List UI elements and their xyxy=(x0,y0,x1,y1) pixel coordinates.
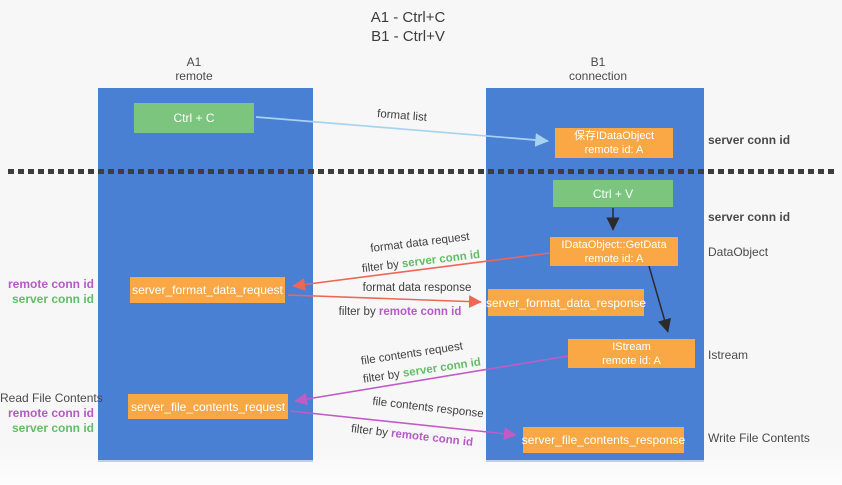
server-conn-id-annotation-1: server conn id xyxy=(708,133,791,147)
server-conn-id-annotation-2: server conn id xyxy=(708,210,791,224)
istream-node: IStream remote id: A xyxy=(568,339,695,368)
server-format-data-response-label: server_format_data_response xyxy=(485,295,647,310)
istream-annotation: Istream xyxy=(708,348,749,362)
dataobject-annotation: DataObject xyxy=(708,245,769,259)
server-format-data-request-node: server_format_data_request xyxy=(130,277,285,303)
lane-a1-name: A1 xyxy=(186,55,202,69)
save-idataobject-node: 保存IDataObject remote id: A xyxy=(555,128,673,158)
remote-conn-id-text: remote conn id xyxy=(378,306,462,318)
getdata-label: IDataObject::GetData xyxy=(561,238,667,251)
format-data-response-label: format data response xyxy=(362,282,472,294)
server-conn-id-text: server conn id xyxy=(402,356,482,380)
read-file-contents-annotation: Read File Contents xyxy=(0,391,103,405)
idataobject-getdata-node: IDataObject::GetData remote id: A xyxy=(550,237,678,266)
remote-conn-id-text: remote conn id xyxy=(390,427,474,449)
filter-by-text: filter by xyxy=(338,306,376,318)
format-list-label: format list xyxy=(376,108,428,124)
server-file-contents-request-node: server_file_contents_request xyxy=(128,394,288,419)
server-conn-id-annotation: server conn id xyxy=(11,421,94,435)
ctrl-c-label: Ctrl + C xyxy=(173,111,215,125)
remote-conn-id-annotation: remote conn id xyxy=(7,277,94,291)
filter-by-text: filter by xyxy=(361,258,400,276)
server-format-data-request-label: server_format_data_request xyxy=(132,283,283,297)
lane-b1-name: B1 xyxy=(590,55,606,69)
filter-by-remote-conn-id-label-1: filter by remote conn id xyxy=(339,306,462,318)
lane-header-a1: A1 remote xyxy=(134,55,254,83)
istream-label: IStream xyxy=(612,340,651,353)
diagram-title: A1 - Ctrl+C B1 - Ctrl+V xyxy=(308,8,508,46)
lane-a1-subtitle: remote xyxy=(175,69,213,83)
save-idataobject-remote-id: remote id: A xyxy=(584,144,644,156)
getdata-remote-id: remote id: A xyxy=(584,252,644,265)
title-line-2: B1 - Ctrl+V xyxy=(371,28,445,45)
server-file-contents-response-node: server_file_contents_response xyxy=(521,427,686,453)
server-file-contents-response-label: server_file_contents_response xyxy=(521,433,686,447)
read-file-contents-block: Read File Contents remote conn id server… xyxy=(0,391,103,436)
format-data-response-arrow xyxy=(287,294,482,308)
server-conn-id-annotation: server conn id xyxy=(11,292,94,306)
server-conn-id-text: server conn id xyxy=(401,248,481,271)
format-request-conn-ids: remote conn id server conn id xyxy=(0,277,94,307)
filter-by-text: filter by xyxy=(362,368,401,386)
filter-by-remote-conn-id-label-2: filter by remote conn id xyxy=(350,423,473,449)
ctrl-v-label: Ctrl + V xyxy=(592,186,634,201)
lane-b1-subtitle: connection xyxy=(568,69,628,83)
write-file-contents-annotation: Write File Contents xyxy=(708,431,810,445)
server-format-data-response-node: server_format_data_response xyxy=(485,289,647,316)
server-file-contents-request-label: server_file_contents_request xyxy=(130,399,286,414)
ctrl-v-node: Ctrl + V xyxy=(553,180,673,207)
filter-by-text: filter by xyxy=(350,423,389,440)
ctrl-c-node: Ctrl + C xyxy=(134,103,254,133)
istream-remote-id: remote id: A xyxy=(602,354,661,367)
remote-conn-id-annotation: remote conn id xyxy=(7,406,94,420)
phase-separator-line xyxy=(8,169,836,174)
save-idataobject-label: 保存IDataObject xyxy=(573,130,655,142)
title-line-1: A1 - Ctrl+C xyxy=(370,9,446,26)
file-contents-response-label: file contents response xyxy=(371,395,485,421)
lane-header-b1: B1 connection xyxy=(538,55,658,83)
